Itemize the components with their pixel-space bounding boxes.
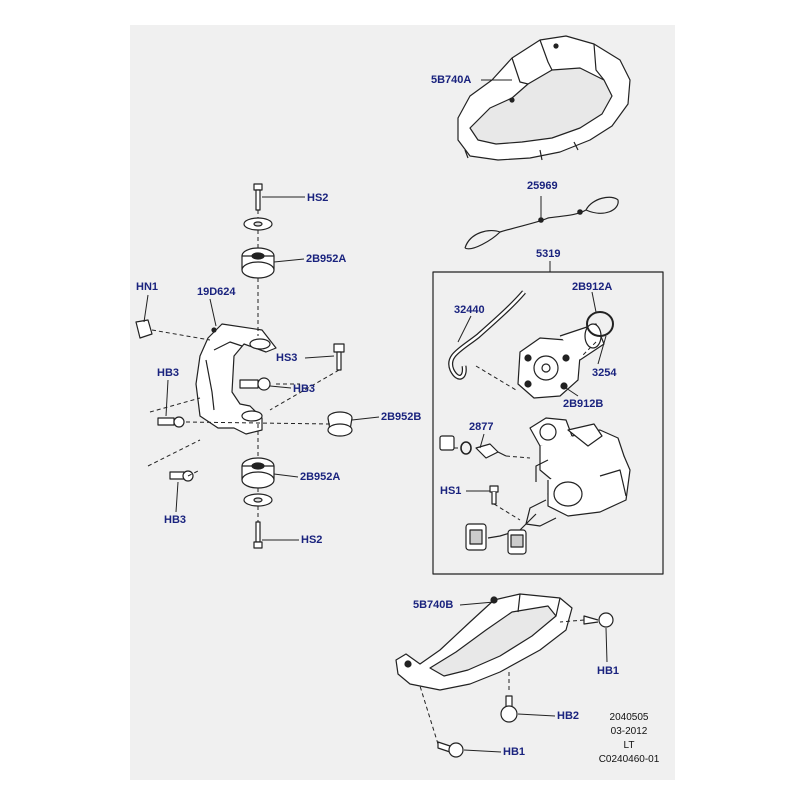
label-2b912b: 2B912B bbox=[563, 398, 604, 410]
label-hb3-upper: HB3 bbox=[157, 367, 180, 379]
label-5319: 5319 bbox=[536, 248, 561, 260]
label-hb3-lower: HB3 bbox=[164, 514, 187, 526]
label-5b740a: 5B740A bbox=[431, 74, 472, 86]
label-3254: 3254 bbox=[592, 367, 617, 379]
label-2877: 2877 bbox=[469, 421, 494, 433]
upper-cover-part bbox=[457, 35, 631, 161]
label-32440: 32440 bbox=[454, 304, 485, 316]
hb3-mid-bolt-part bbox=[157, 416, 185, 428]
label-25969: 25969 bbox=[527, 180, 558, 192]
mount-bracket-part bbox=[195, 323, 277, 435]
hs3-bolt-part bbox=[333, 343, 345, 371]
compressor-assembly-part bbox=[465, 417, 631, 555]
pump-head-part bbox=[517, 323, 605, 399]
hb1-bottom-bolt-part bbox=[437, 741, 464, 758]
label-hb2: HB2 bbox=[557, 710, 580, 722]
lower-tray-part bbox=[395, 593, 573, 691]
footer-ref-4: C0240460-01 bbox=[598, 754, 660, 765]
o-ring-part bbox=[586, 311, 614, 337]
label-2b952b: 2B952B bbox=[381, 411, 422, 423]
cable-tie-part bbox=[464, 196, 619, 250]
label-5b740b: 5B740B bbox=[413, 599, 454, 611]
hs2-bottom-screw-part bbox=[253, 521, 263, 549]
label-hn1: HN1 bbox=[136, 281, 159, 293]
label-hs3: HS3 bbox=[276, 352, 298, 364]
label-2b912a: 2B912A bbox=[572, 281, 613, 293]
hb2-bolt-part bbox=[500, 695, 518, 723]
label-hs2-bottom: HS2 bbox=[301, 534, 323, 546]
label-hb3-mid: HB3 bbox=[293, 383, 316, 395]
bush-bottom-part bbox=[241, 457, 275, 489]
label-hb1-bottom: HB1 bbox=[503, 746, 526, 758]
hb3-upper-bolt-part bbox=[239, 377, 271, 391]
assembly-guide-lines bbox=[147, 210, 597, 745]
leader-lines bbox=[143, 79, 608, 753]
hb3-lower-bolt-part bbox=[169, 470, 194, 482]
label-2b952a-top: 2B952A bbox=[306, 253, 347, 265]
footer-ref-2: 03-2012 bbox=[610, 726, 648, 737]
label-hb1-right: HB1 bbox=[597, 665, 620, 677]
footer-ref-3: LT bbox=[623, 740, 635, 751]
footer-ref-1: 2040505 bbox=[609, 712, 649, 723]
compressor-kit-box bbox=[432, 271, 664, 575]
hs1-screw-part bbox=[489, 485, 499, 505]
filter-kit-part bbox=[439, 435, 507, 459]
bush-side-part bbox=[327, 411, 353, 437]
label-19d624: 19D624 bbox=[197, 286, 236, 298]
hn1-clip-part bbox=[135, 319, 153, 339]
label-hs1: HS1 bbox=[440, 485, 462, 497]
label-2b952a-bottom: 2B952A bbox=[300, 471, 341, 483]
hs2-top-screw-part bbox=[253, 183, 263, 211]
bush-top-part bbox=[241, 247, 275, 279]
label-hs2-top: HS2 bbox=[307, 192, 329, 204]
hb1-right-bolt-part bbox=[583, 612, 614, 628]
